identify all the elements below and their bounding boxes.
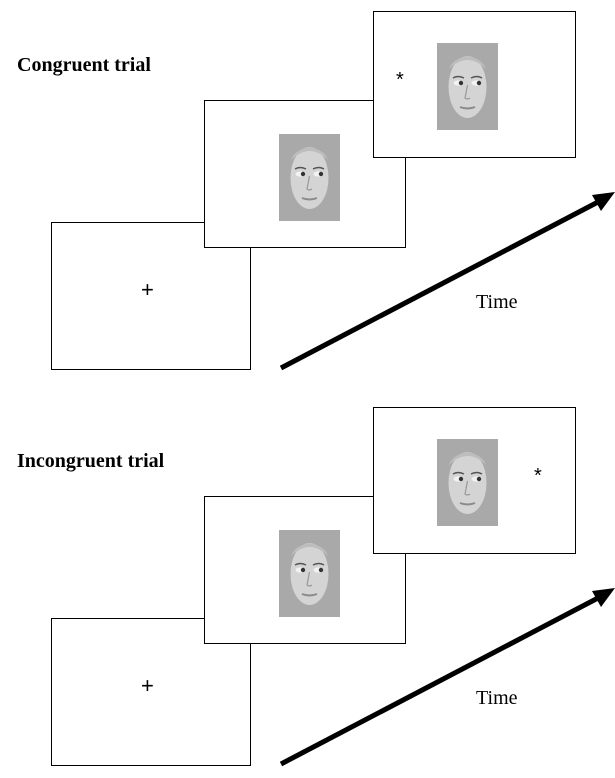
face-image [437, 43, 498, 130]
target-asterisk: * [534, 465, 542, 487]
fixation-screen: + [51, 618, 251, 766]
congruent-trial-title: Congruent trial [17, 54, 151, 76]
incongruent-trial-panel: Incongruent trial + [0, 396, 615, 778]
incongruent-trial-title: Incongruent trial [17, 450, 165, 472]
target-screen: * [373, 407, 576, 554]
face-image [437, 439, 498, 526]
time-label: Time [476, 291, 518, 313]
target-asterisk: * [396, 69, 404, 91]
face-gaze-right-icon [279, 530, 340, 617]
face-image [279, 530, 340, 617]
congruent-trial-panel: Congruent trial + * [0, 0, 615, 382]
face-gaze-right-icon [437, 439, 498, 526]
face-gaze-right-icon [279, 134, 340, 221]
time-label: Time [476, 687, 518, 709]
face-image [279, 134, 340, 221]
fixation-cross: + [141, 277, 154, 302]
fixation-cross: + [141, 673, 154, 698]
face-gaze-right-icon [437, 43, 498, 130]
target-screen: * [373, 11, 576, 158]
